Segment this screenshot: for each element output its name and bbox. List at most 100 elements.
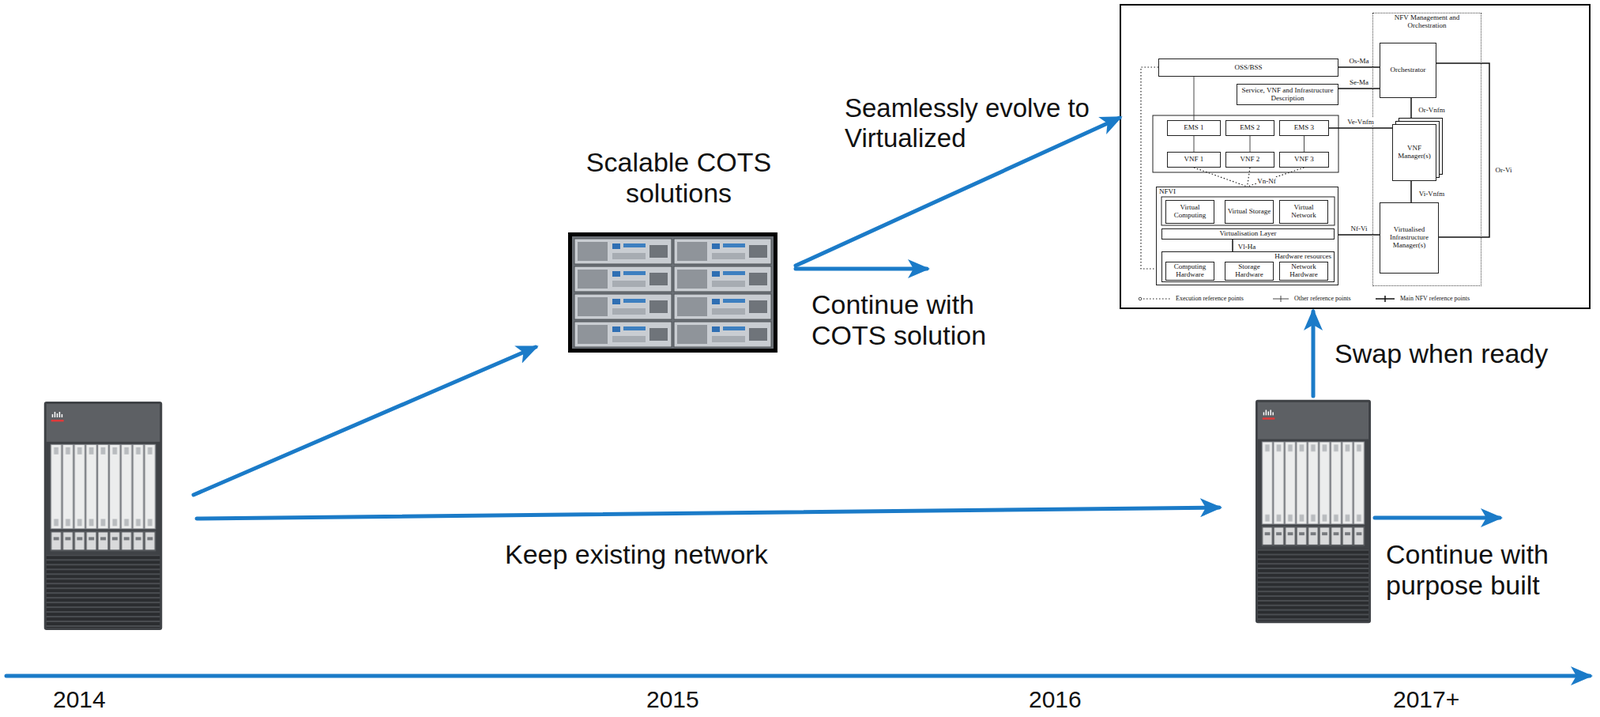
path-label: Scalable COTS solutions (576, 146, 782, 209)
reference-line (1247, 167, 1251, 187)
box-label: Storage Hardware (1227, 263, 1272, 279)
router-chassis (1255, 399, 1371, 623)
legend-item: Other reference points (1270, 294, 1352, 303)
reference-point-label: Or-Vnfm (1417, 105, 1446, 114)
reference-label-slot: Vi-Vnfm (1418, 184, 1446, 200)
reference-line (1193, 167, 1248, 187)
reference-label-slot: Vl-Ha (1237, 237, 1258, 253)
migration-arrow (795, 267, 927, 272)
reference-label-slot: Ve-Vnfm (1346, 112, 1375, 128)
reference-line (1303, 135, 1305, 152)
reference-line (1249, 135, 1251, 152)
stacked-box: VNF Manager(s) (1392, 124, 1437, 181)
label-slot: Continue with purpose built (1385, 538, 1584, 601)
legend-sample (1137, 294, 1173, 303)
migration-arrow (1374, 515, 1500, 520)
label-slot: 2016 (1028, 687, 1124, 712)
box-label: Virtual Network (1281, 203, 1326, 220)
reference-point-label: Nf-Vi (1350, 224, 1369, 233)
box-label: VNF 3 (1294, 155, 1314, 164)
reference-point-label: Or-Vi (1494, 165, 1514, 174)
label-slot: 2017+ (1392, 687, 1488, 712)
path-label: Continue with purpose built (1385, 538, 1584, 601)
box-label: Virtual Storage (1227, 207, 1272, 216)
migration-arrow (193, 346, 536, 495)
box-label: VNF 2 (1240, 155, 1261, 164)
legend-tick (1384, 295, 1386, 302)
timeline-axis (6, 673, 1590, 678)
process-box: EMS 2 (1225, 120, 1275, 136)
year-label: 2014 (52, 687, 148, 712)
cots-server (568, 232, 778, 353)
reference-label-slot: Os-Ma (1348, 52, 1371, 67)
reference-line (1328, 127, 1393, 129)
label-slot: Swap when ready (1334, 338, 1588, 369)
reference-label-slot: Se-Ma (1348, 73, 1370, 88)
label-slot: Scalable COTS solutions (576, 146, 782, 209)
label-slot: Keep existing network (504, 538, 837, 570)
group-heading: NFV Management and Orchestration (1373, 13, 1481, 31)
reference-point-label: Vn-Nf (1256, 176, 1277, 185)
box-label: Service, VNF and Infrastructure Descript… (1238, 86, 1337, 103)
process-box: VNF 3 (1279, 151, 1329, 168)
legend-item: Execution reference points (1137, 294, 1244, 303)
path-label: Seamlessly evolve to Virtualized (844, 93, 1106, 154)
year-label: 2016 (1028, 687, 1124, 712)
reference-point-label: Os-Ma (1348, 56, 1371, 65)
group-box: Hardware resourcesComputing Hardware Stor… (1161, 251, 1335, 283)
process-box: Computing Hardware (1165, 261, 1215, 281)
box-label: VNF Manager(s) (1394, 144, 1435, 161)
reference-point-label: Vl-Ha (1237, 242, 1258, 251)
process-box: OSS/BSS (1158, 58, 1339, 77)
reference-line (1247, 167, 1305, 187)
path-label: Keep existing network (504, 538, 837, 570)
label-slot: 2015 (646, 687, 742, 712)
legend-dot (1138, 297, 1142, 301)
process-box: Virtualised Infrastructure Manager(s) (1379, 202, 1439, 274)
virtual-resources-outline (1161, 196, 1335, 226)
process-box: Virtualisation Layer (1161, 228, 1335, 240)
router-chassis (44, 401, 162, 630)
reference-line (1338, 233, 1380, 236)
box-label: EMS 2 (1239, 124, 1260, 132)
process-box: Virtual Storage (1224, 199, 1274, 224)
box-label: VNF 1 (1184, 155, 1205, 164)
migration-arrow (196, 507, 1220, 519)
reference-label-slot: Or-Vi (1494, 161, 1514, 176)
reference-line (1231, 239, 1234, 252)
process-box: Network Hardware (1279, 261, 1329, 281)
box-label: Orchestrator (1390, 66, 1427, 75)
box-label: EMS 1 (1183, 124, 1204, 132)
reference-line (1193, 135, 1195, 152)
path-label: Continue with COTS solution (811, 289, 1009, 351)
box-label: EMS 3 (1294, 124, 1314, 132)
process-box: VNF 2 (1225, 151, 1275, 168)
reference-label-slot: Vn-Nf (1256, 172, 1277, 187)
reference-line (1338, 66, 1380, 68)
legend-item: Main NFV reference points (1373, 294, 1470, 303)
label-slot: Continue with COTS solution (811, 289, 1009, 351)
box-label: Computing Hardware (1167, 263, 1213, 279)
year-label: 2017+ (1392, 687, 1488, 712)
process-box: Service, VNF and Infrastructure Descript… (1236, 83, 1339, 106)
legend-line (1140, 297, 1171, 299)
path-label: Swap when ready (1334, 338, 1588, 369)
legend-sample (1270, 294, 1292, 303)
process-box: EMS 1 (1167, 120, 1221, 136)
legend-sample (1373, 294, 1397, 303)
box-label: OSS/BSS (1234, 64, 1262, 72)
label-slot: 2014 (52, 687, 148, 712)
reference-line (1338, 87, 1380, 90)
process-box: VNF 1 (1167, 151, 1221, 168)
year-label: 2015 (646, 687, 742, 712)
box-label: Virtual Computing (1167, 203, 1213, 220)
reference-point-label: Ve-Vnfm (1346, 117, 1375, 126)
vnf-group-outline (1152, 115, 1339, 173)
process-box: Virtual Computing (1165, 199, 1215, 224)
group-heading: Hardware resources (1162, 252, 1334, 262)
process-box: Orchestrator (1379, 42, 1437, 98)
reference-line (1410, 180, 1412, 203)
box-label: Virtualised Infrastructure Manager(s) (1381, 225, 1437, 250)
reference-point-label: Se-Ma (1348, 78, 1370, 87)
box-label: Virtualisation Layer (1219, 229, 1277, 238)
